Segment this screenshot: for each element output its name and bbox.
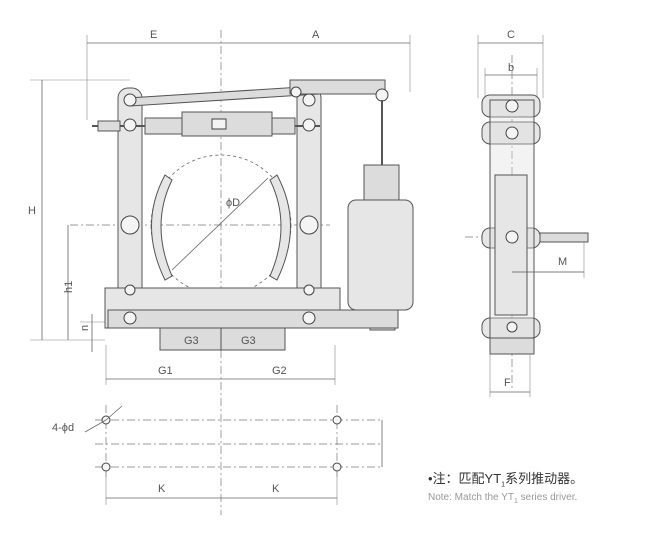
side-shaft bbox=[539, 232, 589, 243]
label-h1: h1 bbox=[63, 281, 75, 293]
label-k-right: K bbox=[272, 483, 280, 495]
thruster-cylinder bbox=[347, 199, 414, 311]
label-h: H bbox=[28, 205, 36, 217]
label-k-left: K bbox=[158, 483, 166, 495]
right-brake-shoe bbox=[269, 174, 291, 281]
base-foot bbox=[159, 327, 286, 351]
label-e: E bbox=[150, 29, 157, 41]
mount-hole bbox=[101, 462, 111, 472]
mount-hole bbox=[332, 415, 342, 425]
spring-body bbox=[181, 111, 273, 137]
label-c: C bbox=[507, 29, 515, 41]
rod-end bbox=[97, 120, 121, 132]
label-g3-left: G3 bbox=[184, 335, 199, 347]
label-b: b bbox=[508, 62, 514, 74]
note-english: Note: Match the YT1 series driver. bbox=[428, 491, 578, 505]
label-g2: G2 bbox=[272, 365, 287, 377]
front-view: E A H h1 n ϕD bbox=[28, 29, 414, 515]
left-brake-shoe bbox=[151, 174, 173, 281]
note-chinese: •注：匹配YT1系列推动器。 bbox=[428, 471, 584, 489]
label-m: M bbox=[558, 256, 567, 268]
side-view: C b M F bbox=[465, 29, 589, 397]
side-thruster bbox=[494, 174, 528, 316]
mount-hole bbox=[332, 462, 342, 472]
label-holes: 4-ϕd bbox=[52, 422, 74, 434]
hole-plan: 4-ϕd K K bbox=[52, 405, 383, 505]
note-block: •注：匹配YT1系列推动器。 Note: Match the YT1 serie… bbox=[428, 468, 583, 505]
label-n: n bbox=[79, 325, 91, 331]
label-f: F bbox=[504, 377, 511, 389]
label-phi-d: ϕD bbox=[226, 197, 240, 209]
label-g1: G1 bbox=[158, 365, 173, 377]
thruster-top bbox=[363, 164, 400, 206]
top-link bbox=[289, 79, 386, 95]
dim-line-phi-d bbox=[171, 177, 269, 271]
label-a: A bbox=[312, 29, 320, 41]
label-g3-right: G3 bbox=[241, 335, 256, 347]
